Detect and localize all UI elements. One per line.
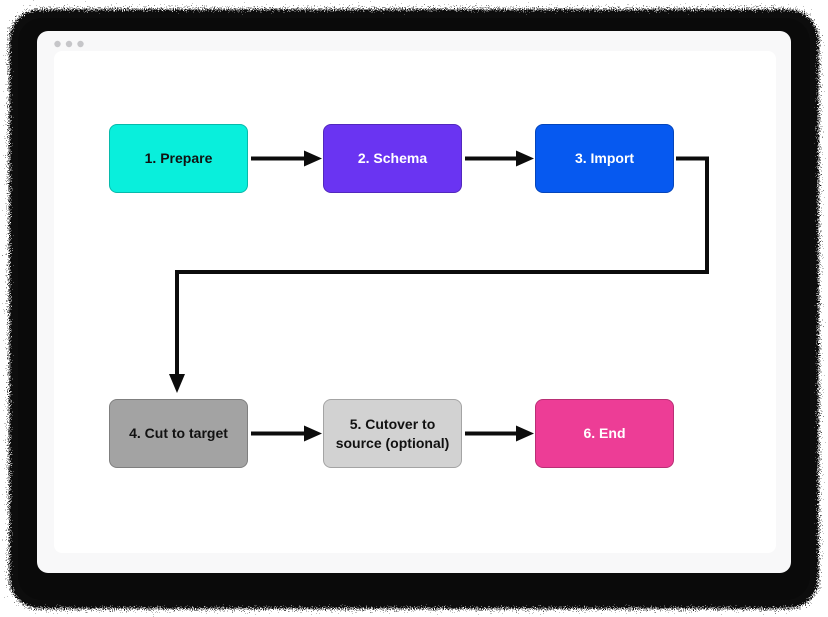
flow-node-end: 6. End — [535, 399, 674, 468]
flow-node-prepare: 1. Prepare — [109, 124, 248, 193]
edge-cutover-end — [465, 425, 534, 442]
flow-node-import: 3. Import — [535, 124, 674, 193]
edge-prepare-schema — [251, 150, 322, 167]
flow-node-cut-to-target: 4. Cut to target — [109, 399, 248, 468]
flow-node-cutover-to-source: 5. Cutover to source (optional) — [323, 399, 462, 468]
window-dot-icon[interactable] — [77, 40, 84, 48]
window-dot-icon[interactable] — [54, 40, 61, 48]
edge-schema-import — [465, 150, 534, 167]
flow-node-schema: 2. Schema — [323, 124, 462, 193]
edge-import-cut — [169, 156, 709, 393]
window-dot-icon[interactable] — [65, 40, 73, 48]
edge-cut-cutover — [251, 425, 322, 442]
